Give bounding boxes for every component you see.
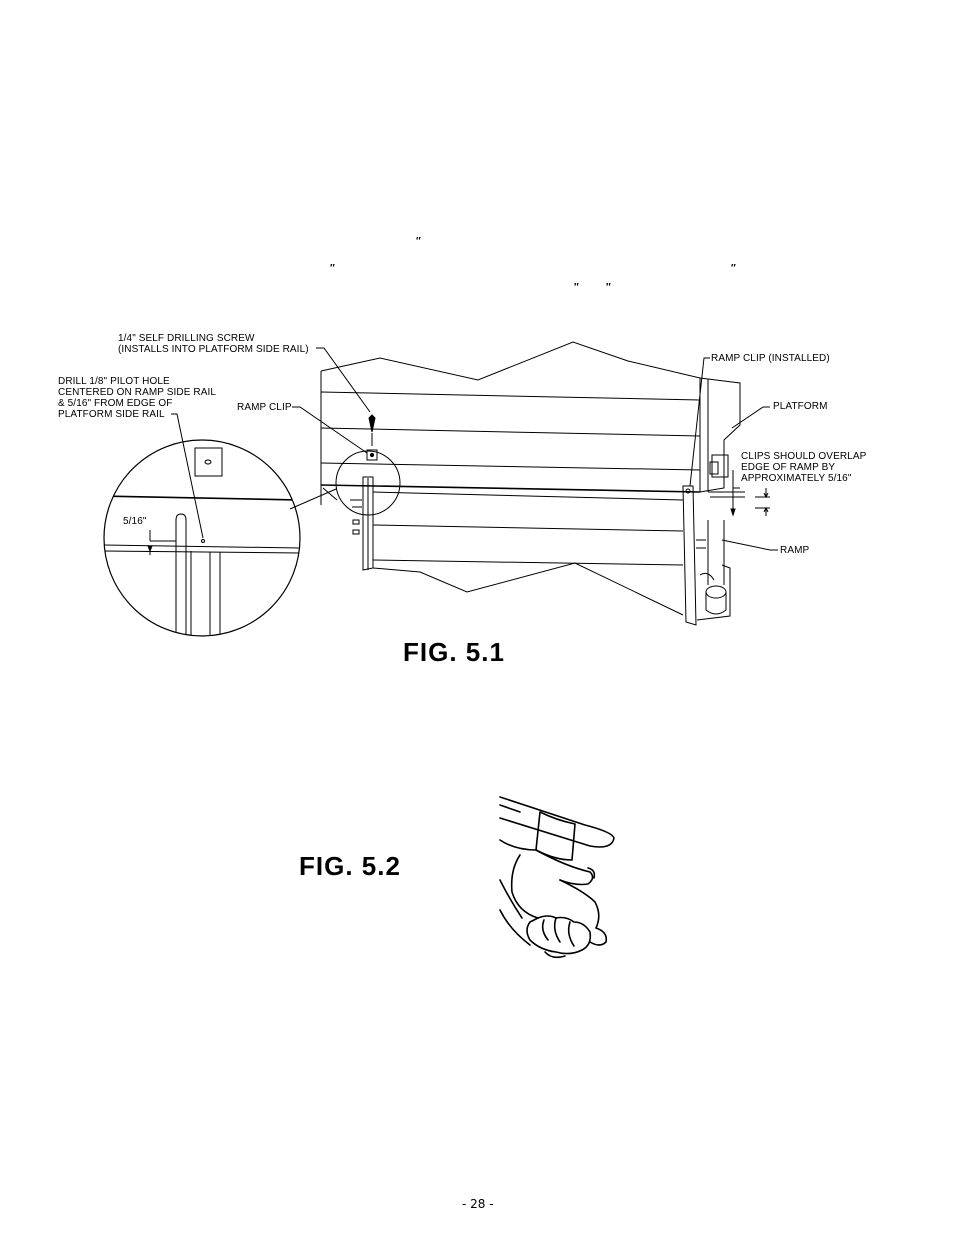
stray-mark: ″: [416, 236, 421, 247]
platform-board-line: [320, 391, 701, 401]
leader-clip-installed: [689, 357, 710, 487]
dimension-label: 5/16": [123, 516, 147, 527]
ramp-board-line: [372, 491, 684, 501]
ramp-right-rail: [682, 485, 697, 626]
callout-drill: DRILL 1/8" PILOT HOLE CENTERED ON RAMP S…: [58, 376, 217, 420]
fig51-label: FIG. 5.1: [403, 637, 505, 667]
page-number: - 28 -: [462, 1197, 494, 1211]
stray-mark: ″: [606, 282, 611, 293]
leader-platform: [731, 406, 770, 429]
platform-board-line: [320, 462, 701, 471]
leader-screw: [316, 347, 371, 413]
ramp-board-line: [372, 524, 684, 532]
callout-overlap: CLIPS SHOULD OVERLAP EDGE OF RAMP BY APP…: [741, 451, 867, 484]
callout-platform: PLATFORM: [773, 401, 828, 412]
leader-ramp-clip: [292, 406, 368, 454]
leader-ramp: [721, 539, 778, 551]
stray-mark: ″: [330, 263, 335, 274]
callout-ramp-clip: RAMP CLIP: [237, 402, 292, 413]
ramp-clip-shape: [366, 449, 378, 461]
leader-drill: [171, 413, 204, 539]
detail-circle-small: [335, 450, 401, 516]
platform-board-line: [320, 427, 701, 437]
stray-mark: ″: [731, 263, 736, 274]
screw-shape: [368, 414, 376, 433]
callout-screw: 1/4" SELF DRILLING SCREW (INSTALLS INTO …: [118, 333, 309, 355]
handrail-bar: [499, 796, 615, 848]
callout-ramp: RAMP: [780, 545, 810, 556]
ramp-board-line: [372, 559, 684, 566]
platform-board-line: [320, 484, 701, 493]
detail-circle-large: [103, 439, 301, 637]
fig52-label: FIG. 5.2: [299, 851, 401, 881]
stray-mark: ″: [574, 282, 579, 293]
ramp-bottom-break: [372, 562, 684, 616]
callout-ramp-clip-installed: RAMP CLIP (INSTALLED): [711, 353, 830, 364]
